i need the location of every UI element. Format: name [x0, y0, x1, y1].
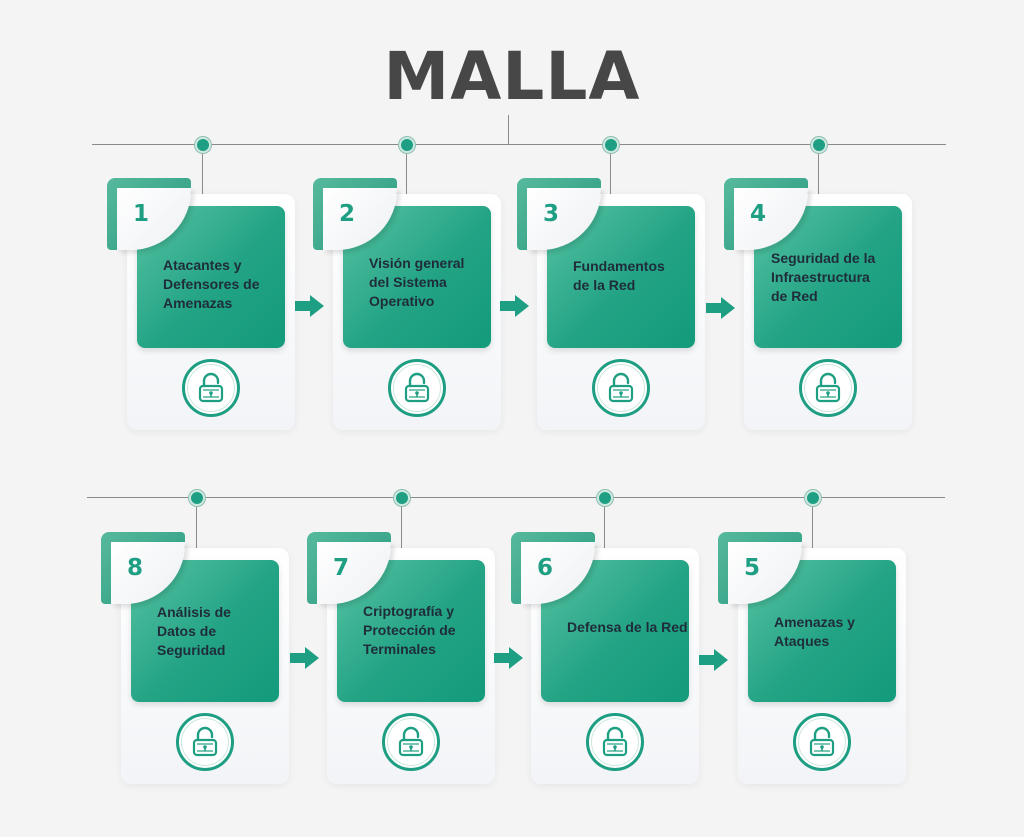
step-number: 1: [133, 201, 150, 227]
lock-badge: [799, 359, 857, 417]
padlock-icon: [606, 372, 636, 404]
padlock-icon: [196, 372, 226, 404]
step-connector: [610, 144, 611, 194]
step-label-line: Ataques: [774, 633, 830, 649]
arrow-right-icon: [699, 648, 729, 672]
lock-badge: [382, 713, 440, 771]
step-number: 3: [543, 201, 560, 227]
step-label-line: Seguridad de la: [771, 250, 876, 266]
step-label-line: Seguridad: [157, 642, 226, 658]
padlock-icon: [402, 372, 432, 404]
lock-badge: [388, 359, 446, 417]
lock-badge: [182, 359, 240, 417]
padlock-icon: [813, 372, 843, 404]
top-row-line: [92, 144, 946, 145]
step-number: 4: [750, 201, 767, 227]
step-number: 2: [339, 201, 356, 227]
step-label: Defensa de la Red: [567, 618, 717, 637]
step-label: Fundamentos de la Red: [573, 257, 723, 295]
title-tick: [508, 115, 509, 145]
arrow-right-icon: [500, 294, 530, 318]
step-label-line: Visión general: [369, 255, 465, 271]
step-label-line: del Sistema: [369, 274, 447, 290]
step-number: 8: [127, 555, 144, 581]
step-connector: [406, 144, 407, 194]
timeline-dot: [597, 490, 613, 506]
timeline-dot: [195, 137, 211, 153]
lock-badge: [586, 713, 644, 771]
timeline-dot: [811, 137, 827, 153]
step-label-line: de Red: [771, 288, 818, 304]
bottom-row-line: [87, 497, 945, 498]
step-label-line: de la Red: [573, 277, 636, 293]
arrow-right-icon: [706, 296, 736, 320]
step-label-line: Amenazas: [163, 295, 233, 311]
timeline-dot: [394, 490, 410, 506]
timeline-dot: [399, 137, 415, 153]
timeline-dot: [603, 137, 619, 153]
step-connector: [202, 144, 203, 194]
step-connector: [401, 497, 402, 548]
lock-badge: [176, 713, 234, 771]
step-label-line: Criptografía y: [363, 603, 455, 619]
step-number: 7: [333, 555, 350, 581]
lock-badge: [793, 713, 851, 771]
timeline-dot: [805, 490, 821, 506]
step-number: 6: [537, 555, 554, 581]
padlock-icon: [600, 726, 630, 758]
step-label-line: Defensores de: [163, 276, 260, 292]
step-connector: [812, 497, 813, 548]
step-label-line: Operativo: [369, 293, 435, 309]
step-label-line: Amenazas y: [774, 614, 855, 630]
step-label: Análisis de Datos de Seguridad: [157, 603, 307, 660]
step-label-line: Datos de: [157, 623, 217, 639]
step-label-line: Protección de: [363, 622, 456, 638]
step-label-line: Atacantes y: [163, 257, 242, 273]
step-number: 5: [744, 555, 761, 581]
step-connector: [196, 497, 197, 548]
step-label: Amenazas y Ataques: [774, 613, 924, 651]
step-label: Criptografía y Protección de Terminales: [363, 602, 513, 659]
timeline-dot: [189, 490, 205, 506]
padlock-icon: [396, 726, 426, 758]
arrow-right-icon: [295, 294, 325, 318]
padlock-icon: [190, 726, 220, 758]
step-label-line: Fundamentos: [573, 258, 665, 274]
lock-badge: [592, 359, 650, 417]
arrow-right-icon: [494, 646, 524, 670]
step-label-line: Análisis de: [157, 604, 231, 620]
step-connector: [604, 497, 605, 548]
step-label-line: Infraestructura: [771, 269, 870, 285]
step-label: Seguridad de la Infraestructura de Red: [771, 249, 921, 306]
step-label: Atacantes y Defensores de Amenazas: [163, 256, 313, 313]
step-label-line: Terminales: [363, 641, 436, 657]
step-label-line: Defensa de la Red: [567, 619, 688, 635]
padlock-icon: [807, 726, 837, 758]
step-connector: [818, 144, 819, 194]
arrow-right-icon: [290, 646, 320, 670]
page-title: MALLA: [383, 38, 641, 115]
